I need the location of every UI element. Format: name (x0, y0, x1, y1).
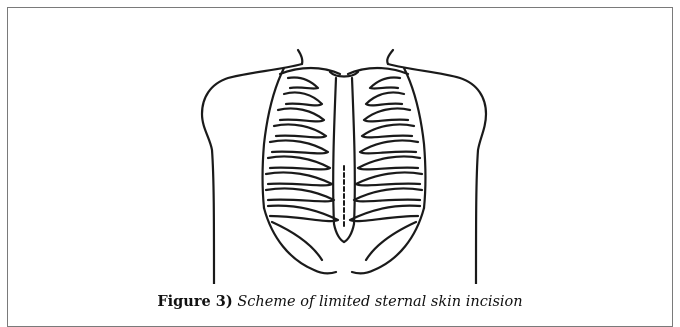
right-armpit-line (404, 68, 426, 208)
figure-label: Figure 3) (157, 293, 232, 310)
left-armpit-line (263, 68, 285, 208)
sternum-right-edge (344, 78, 355, 242)
right-neck-line (387, 50, 393, 64)
chest-ribcage-illustration (190, 48, 496, 284)
left-neck-line (298, 50, 302, 64)
sternum-left-edge (333, 78, 344, 242)
right-ribs (350, 77, 422, 260)
figure-caption: Figure 3) Scheme of limited sternal skin… (0, 292, 680, 312)
figure-caption-text: Scheme of limited sternal skin incision (237, 294, 522, 310)
right-shoulder-outline (388, 64, 486, 284)
left-ribs (266, 77, 338, 260)
